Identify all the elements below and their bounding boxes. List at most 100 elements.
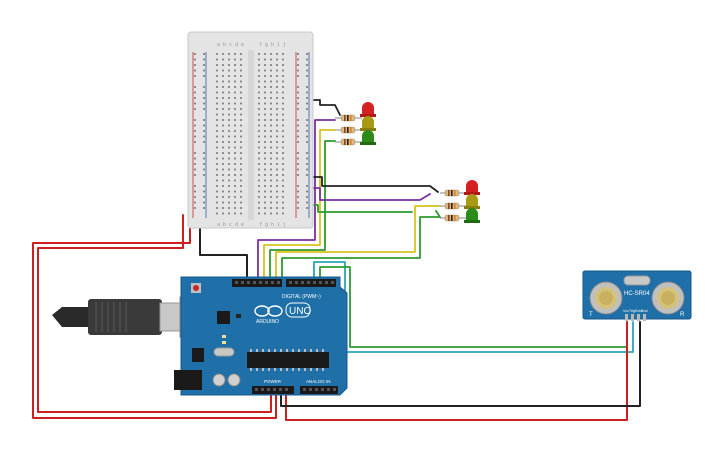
breadboard-hole[interactable] [264, 53, 266, 55]
breadboard-hole[interactable] [228, 168, 230, 171]
breadboard-hole[interactable] [203, 64, 205, 66]
breadboard-hole[interactable] [240, 58, 242, 61]
breadboard-hole[interactable] [282, 130, 284, 132]
breadboard-hole[interactable] [306, 152, 308, 154]
breadboard-hole[interactable] [270, 124, 272, 127]
breadboard-hole[interactable] [264, 141, 266, 143]
wire-5v-red-2[interactable] [32, 214, 277, 419]
breadboard-hole[interactable] [228, 91, 230, 94]
breadboard-hole[interactable] [282, 64, 284, 66]
breadboard-hole[interactable] [194, 130, 196, 132]
breadboard-hole[interactable] [297, 152, 299, 154]
breadboard-hole[interactable] [240, 80, 242, 83]
breadboard-hole[interactable] [240, 102, 242, 105]
breadboard-hole[interactable] [194, 75, 196, 77]
breadboard-hole[interactable] [282, 91, 284, 94]
led-green-2[interactable] [464, 208, 480, 223]
breadboard-hole[interactable] [216, 179, 218, 182]
breadboard-hole[interactable] [306, 91, 308, 94]
breadboard-hole[interactable] [222, 174, 224, 176]
breadboard-hole[interactable] [240, 91, 242, 94]
breadboard-hole[interactable] [264, 152, 266, 154]
breadboard-hole[interactable] [216, 130, 218, 132]
breadboard-hole[interactable] [258, 108, 260, 110]
breadboard-hole[interactable] [264, 75, 266, 77]
breadboard-hole[interactable] [222, 64, 224, 66]
breadboard-hole[interactable] [297, 130, 299, 132]
breadboard-hole[interactable] [228, 130, 230, 132]
breadboard-hole[interactable] [276, 163, 278, 165]
breadboard-hole[interactable] [222, 130, 224, 132]
breadboard-hole[interactable] [270, 135, 272, 138]
arduino-uno[interactable]: DIGITAL (PWM~) ARDUINO UNO [174, 276, 348, 396]
breadboard-hole[interactable] [270, 179, 272, 182]
breadboard-hole[interactable] [240, 163, 242, 165]
breadboard-hole[interactable] [276, 190, 278, 193]
breadboard-hole[interactable] [228, 152, 230, 154]
breadboard-hole[interactable] [276, 201, 278, 204]
breadboard-hole[interactable] [240, 196, 242, 198]
breadboard-hole[interactable] [216, 119, 218, 121]
breadboard-hole[interactable] [228, 207, 230, 209]
breadboard-hole[interactable] [194, 141, 196, 143]
breadboard-hole[interactable] [258, 212, 260, 215]
breadboard-hole[interactable] [282, 152, 284, 154]
breadboard-hole[interactable] [258, 201, 260, 204]
breadboard-hole[interactable] [276, 179, 278, 182]
breadboard-hole[interactable] [276, 80, 278, 83]
breadboard-hole[interactable] [228, 157, 230, 160]
breadboard-hole[interactable] [270, 152, 272, 154]
breadboard-hole[interactable] [234, 130, 236, 132]
breadboard-hole[interactable] [234, 201, 236, 204]
breadboard-hole[interactable] [297, 64, 299, 66]
breadboard-hole[interactable] [234, 135, 236, 138]
breadboard-hole[interactable] [264, 185, 266, 187]
breadboard-hole[interactable] [216, 157, 218, 160]
breadboard-hole[interactable] [216, 201, 218, 204]
breadboard-hole[interactable] [194, 163, 196, 165]
breadboard-hole[interactable] [258, 113, 260, 116]
breadboard-hole[interactable] [306, 69, 308, 72]
breadboard-hole[interactable] [194, 64, 196, 66]
breadboard-hole[interactable] [203, 124, 205, 127]
breadboard-hole[interactable] [276, 69, 278, 72]
resistor-1[interactable] [335, 114, 362, 122]
breadboard-hole[interactable] [228, 212, 230, 215]
breadboard-hole[interactable] [276, 141, 278, 143]
wire-led2-black[interactable] [303, 176, 439, 193]
breadboard-hole[interactable] [216, 185, 218, 187]
breadboard-hole[interactable] [234, 97, 236, 99]
breadboard-hole[interactable] [282, 212, 284, 215]
breadboard-hole[interactable] [276, 86, 278, 88]
breadboard-hole[interactable] [264, 179, 266, 182]
breadboard-hole[interactable] [228, 201, 230, 204]
breadboard-hole[interactable] [234, 190, 236, 193]
breadboard-hole[interactable] [297, 135, 299, 138]
breadboard-hole[interactable] [276, 108, 278, 110]
breadboard-hole[interactable] [194, 135, 196, 138]
breadboard-hole[interactable] [203, 201, 205, 204]
breadboard-hole[interactable] [234, 157, 236, 160]
breadboard-hole[interactable] [194, 53, 196, 55]
breadboard-hole[interactable] [203, 168, 205, 171]
breadboard-hole[interactable] [194, 196, 196, 198]
breadboard-hole[interactable] [264, 130, 266, 132]
breadboard-hole[interactable] [276, 212, 278, 215]
breadboard-hole[interactable] [203, 97, 205, 99]
breadboard-hole[interactable] [234, 64, 236, 66]
breadboard-hole[interactable] [282, 58, 284, 61]
breadboard-hole[interactable] [240, 53, 242, 55]
breadboard-hole[interactable] [203, 53, 205, 55]
breadboard-hole[interactable] [222, 207, 224, 209]
breadboard-hole[interactable] [203, 86, 205, 88]
breadboard-hole[interactable] [234, 75, 236, 77]
led-group-1[interactable] [335, 102, 376, 146]
breadboard-hole[interactable] [270, 69, 272, 72]
breadboard-hole[interactable] [222, 53, 224, 55]
breadboard-hole[interactable] [216, 212, 218, 215]
breadboard-hole[interactable] [194, 86, 196, 88]
breadboard-hole[interactable] [222, 141, 224, 143]
breadboard-hole[interactable] [222, 146, 224, 149]
breadboard-hole[interactable] [282, 201, 284, 204]
breadboard-hole[interactable] [276, 196, 278, 198]
